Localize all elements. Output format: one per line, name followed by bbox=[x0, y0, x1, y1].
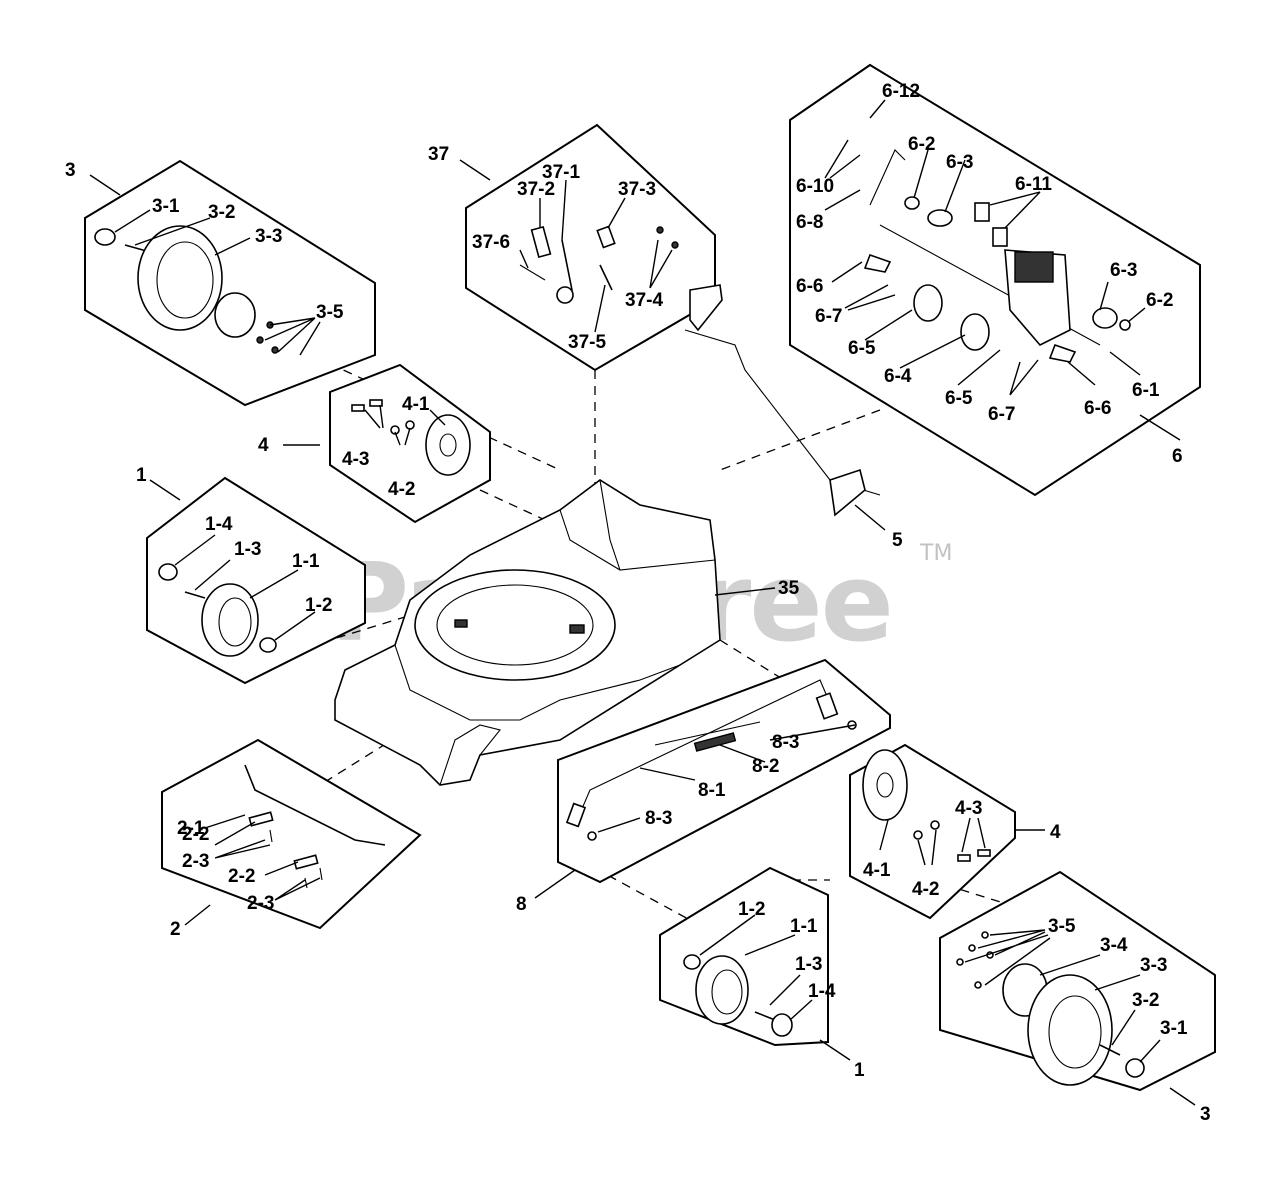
label-1-4-right: 1-4 bbox=[808, 981, 836, 1002]
label-2-2-b: 2-2 bbox=[228, 866, 255, 887]
label-group-3-bottom: 3 bbox=[1200, 1104, 1211, 1125]
label-1-2-left: 1-2 bbox=[305, 595, 332, 616]
label-1-4-left: 1-4 bbox=[205, 514, 233, 535]
wheel-3-top-left bbox=[94, 225, 279, 354]
panel-wheel-assembly-3-top-left bbox=[84, 159, 376, 407]
watermark-trademark: TM bbox=[919, 541, 952, 566]
label-6-12: 6-12 bbox=[882, 81, 920, 102]
label-3-1-right: 3-1 bbox=[1160, 1018, 1188, 1039]
label-4-1-left: 4-1 bbox=[402, 394, 430, 415]
label-37-2: 37-2 bbox=[517, 179, 555, 200]
label-3-4-right: 3-4 bbox=[1100, 935, 1128, 956]
label-6-3-a: 6-3 bbox=[946, 152, 973, 173]
wheel-1-right bbox=[683, 954, 793, 1037]
label-1-3-left: 1-3 bbox=[234, 539, 261, 560]
panel-wheel-assembly-1-left bbox=[146, 476, 366, 685]
label-6-6-b: 6-6 bbox=[1084, 398, 1111, 419]
panel-drive-6 bbox=[789, 63, 1201, 497]
label-group-4-left: 4 bbox=[258, 435, 269, 456]
label-37-1: 37-1 bbox=[542, 162, 580, 183]
label-1-1-left: 1-1 bbox=[292, 551, 320, 572]
label-3-1-top: 3-1 bbox=[152, 196, 180, 217]
height-adjust-rod-5 bbox=[684, 284, 881, 517]
label-group-2: 2 bbox=[170, 919, 181, 940]
label-2-2-a: 2-2 bbox=[182, 824, 209, 845]
label-37-3: 37-3 bbox=[618, 179, 656, 200]
label-1-2-right: 1-2 bbox=[738, 899, 765, 920]
handle-parts-37 bbox=[519, 225, 679, 304]
label-6-5-b: 6-5 bbox=[945, 388, 973, 409]
label-group-8: 8 bbox=[516, 894, 527, 915]
label-37-6: 37-6 bbox=[472, 232, 510, 253]
label-4-2-right: 4-2 bbox=[912, 879, 939, 900]
label-8-2: 8-2 bbox=[752, 756, 779, 777]
label-4-2-left: 4-2 bbox=[388, 479, 415, 500]
label-3-3-top: 3-3 bbox=[255, 226, 282, 247]
label-group-4-right: 4 bbox=[1050, 822, 1061, 843]
label-group-1-right: 1 bbox=[854, 1060, 865, 1081]
part-number-labels: 3 3-1 3-2 3-3 3-5 4 4-1 4-3 4-2 1 1-4 1-… bbox=[65, 81, 1211, 1125]
label-group-1-left: 1 bbox=[136, 465, 147, 486]
label-6-3-b: 6-3 bbox=[1110, 260, 1137, 281]
wheel-1-left bbox=[158, 563, 277, 657]
drive-assembly-6 bbox=[863, 149, 1131, 363]
label-8-3-b: 8-3 bbox=[645, 808, 672, 829]
panel-axle-2 bbox=[161, 738, 422, 930]
label-2-1: 2-1 bbox=[177, 818, 205, 839]
label-8-1: 8-1 bbox=[698, 780, 726, 801]
leader-lines bbox=[89, 99, 1196, 1106]
mower-deck-35 bbox=[334, 479, 721, 786]
label-4-3-right: 4-3 bbox=[955, 798, 982, 819]
label-37-5: 37-5 bbox=[568, 332, 606, 353]
hubcap-4-right bbox=[862, 749, 991, 862]
label-6-5-a: 6-5 bbox=[848, 338, 876, 359]
label-6-2-a: 6-2 bbox=[908, 134, 935, 155]
label-6-11: 6-11 bbox=[1015, 174, 1052, 195]
label-group-5: 5 bbox=[892, 530, 903, 551]
label-3-5-top: 3-5 bbox=[316, 302, 344, 323]
label-3-5-right: 3-5 bbox=[1048, 916, 1076, 937]
label-group-35: 35 bbox=[778, 578, 800, 599]
wheel-3-bottom-right bbox=[956, 931, 1145, 1086]
label-group-37: 37 bbox=[428, 144, 449, 165]
label-6-10: 6-10 bbox=[796, 176, 834, 197]
label-1-1-right: 1-1 bbox=[790, 916, 818, 937]
label-6-7-a: 6-7 bbox=[815, 306, 842, 327]
panel-cable-8 bbox=[557, 658, 891, 884]
label-6-2-b: 6-2 bbox=[1146, 290, 1173, 311]
label-3-2-right: 3-2 bbox=[1132, 990, 1159, 1011]
label-group-3-top: 3 bbox=[65, 160, 76, 181]
label-6-7-b: 6-7 bbox=[988, 404, 1015, 425]
label-3-2-top: 3-2 bbox=[208, 202, 235, 223]
label-1-3-right: 1-3 bbox=[795, 954, 822, 975]
label-3-3-right: 3-3 bbox=[1140, 955, 1167, 976]
label-37-4: 37-4 bbox=[625, 290, 663, 311]
label-4-1-right: 4-1 bbox=[863, 860, 891, 881]
cable-8 bbox=[565, 679, 857, 841]
label-6-4: 6-4 bbox=[884, 366, 912, 387]
label-6-1: 6-1 bbox=[1132, 380, 1160, 401]
label-6-8: 6-8 bbox=[796, 212, 823, 233]
label-group-6: 6 bbox=[1172, 446, 1183, 467]
label-2-3-b: 2-3 bbox=[247, 893, 274, 914]
label-4-3-left: 4-3 bbox=[342, 449, 369, 470]
label-6-6-a: 6-6 bbox=[796, 276, 823, 297]
label-8-3-a: 8-3 bbox=[772, 732, 799, 753]
hubcap-4-left bbox=[351, 399, 471, 476]
label-2-3-a: 2-3 bbox=[182, 851, 209, 872]
